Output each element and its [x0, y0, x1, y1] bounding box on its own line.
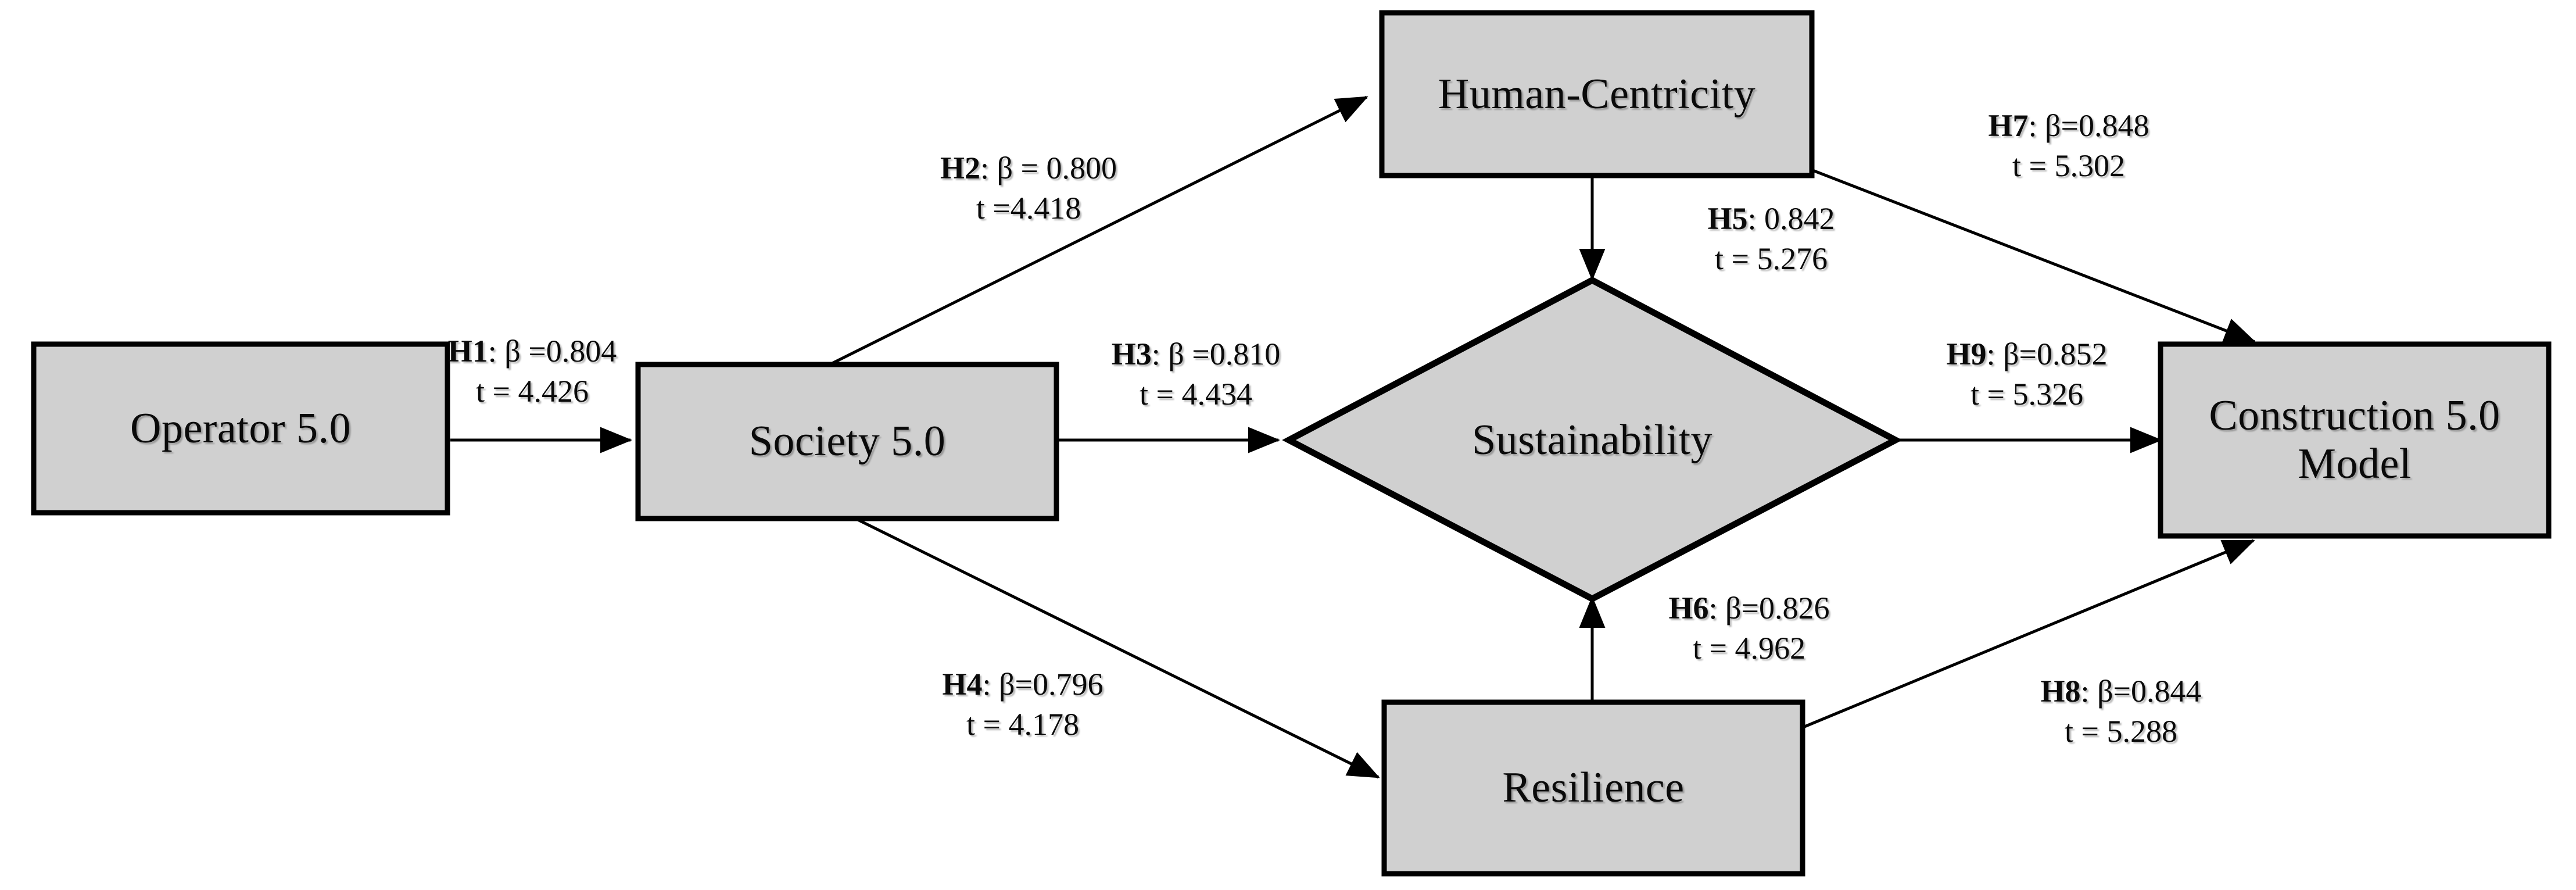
edge-label-h7: H7: β=0.848 t = 5.302 [1947, 106, 2191, 186]
edge-h8-hypothesis: H8 [2040, 674, 2081, 709]
edge-h4-hypothesis: H4 [942, 667, 983, 702]
node-sustainability[interactable] [1282, 276, 1903, 603]
edge-h4 [852, 516, 1380, 779]
edge-h6-beta: : β=0.826 [1708, 591, 1830, 625]
edge-h3-hypothesis: H3 [1111, 337, 1152, 371]
edge-label-h5: H5: 0.842 t = 5.276 [1655, 199, 1887, 279]
edge-h1-beta: : β =0.804 [488, 334, 617, 369]
edge-label-h2: H2: β = 0.800 t =4.418 [895, 148, 1162, 228]
edge-h9-hypothesis: H9 [1946, 337, 1987, 371]
edge-h2-hypothesis: H2 [940, 151, 981, 185]
edge-label-h3: H3: β =0.810 t = 4.434 [1068, 334, 1324, 414]
edge-h1-t: t = 4.426 [476, 374, 589, 409]
edge-h4-beta: : β=0.796 [982, 667, 1104, 702]
edge-h5-t: t = 5.276 [1715, 241, 1828, 277]
edge-h9-t: t = 5.326 [1970, 377, 2083, 412]
edge-h2 [829, 95, 1368, 366]
edge-label-h8: H8: β=0.844 t = 5.288 [1999, 671, 2243, 752]
edge-label-h6: H6: β=0.826 t = 4.962 [1627, 588, 1871, 669]
edge-h3-t: t = 4.434 [1140, 377, 1252, 412]
node-resilience[interactable] [1381, 699, 1805, 877]
edge-h7-t: t = 5.302 [2012, 148, 2125, 184]
edge-h8-t: t = 5.288 [2065, 714, 2177, 749]
edge-label-h9: H9: β=0.852 t = 5.326 [1905, 334, 2149, 414]
edge-h9-beta: : β=0.852 [1986, 337, 2108, 371]
edge-label-h1: H1: β =0.804 t = 4.426 [410, 331, 654, 412]
node-human-centricity[interactable] [1379, 10, 1815, 178]
edge-h2-t: t =4.418 [976, 191, 1081, 226]
node-society[interactable] [635, 362, 1059, 521]
edge-h7-hypothesis: H7 [1988, 108, 2029, 143]
edge-h7-beta: : β=0.848 [2028, 108, 2149, 143]
node-construction[interactable] [2158, 341, 2552, 539]
edge-h5-beta: : 0.842 [1747, 201, 1835, 236]
edge-h5-hypothesis: H5 [1707, 201, 1748, 236]
edge-h6-t: t = 4.962 [1693, 631, 1805, 666]
edge-h3-beta: : β =0.810 [1151, 337, 1281, 371]
edge-h2-beta: : β = 0.800 [980, 151, 1117, 185]
edge-label-h4: H4: β=0.796 t = 4.178 [895, 664, 1151, 745]
node-operator[interactable] [31, 341, 450, 516]
edge-h4-t: t = 4.178 [966, 707, 1079, 742]
edge-h8-beta: : β=0.844 [2080, 674, 2202, 709]
edge-h1-hypothesis: H1 [447, 334, 488, 369]
edge-h6-hypothesis: H6 [1668, 591, 1709, 625]
